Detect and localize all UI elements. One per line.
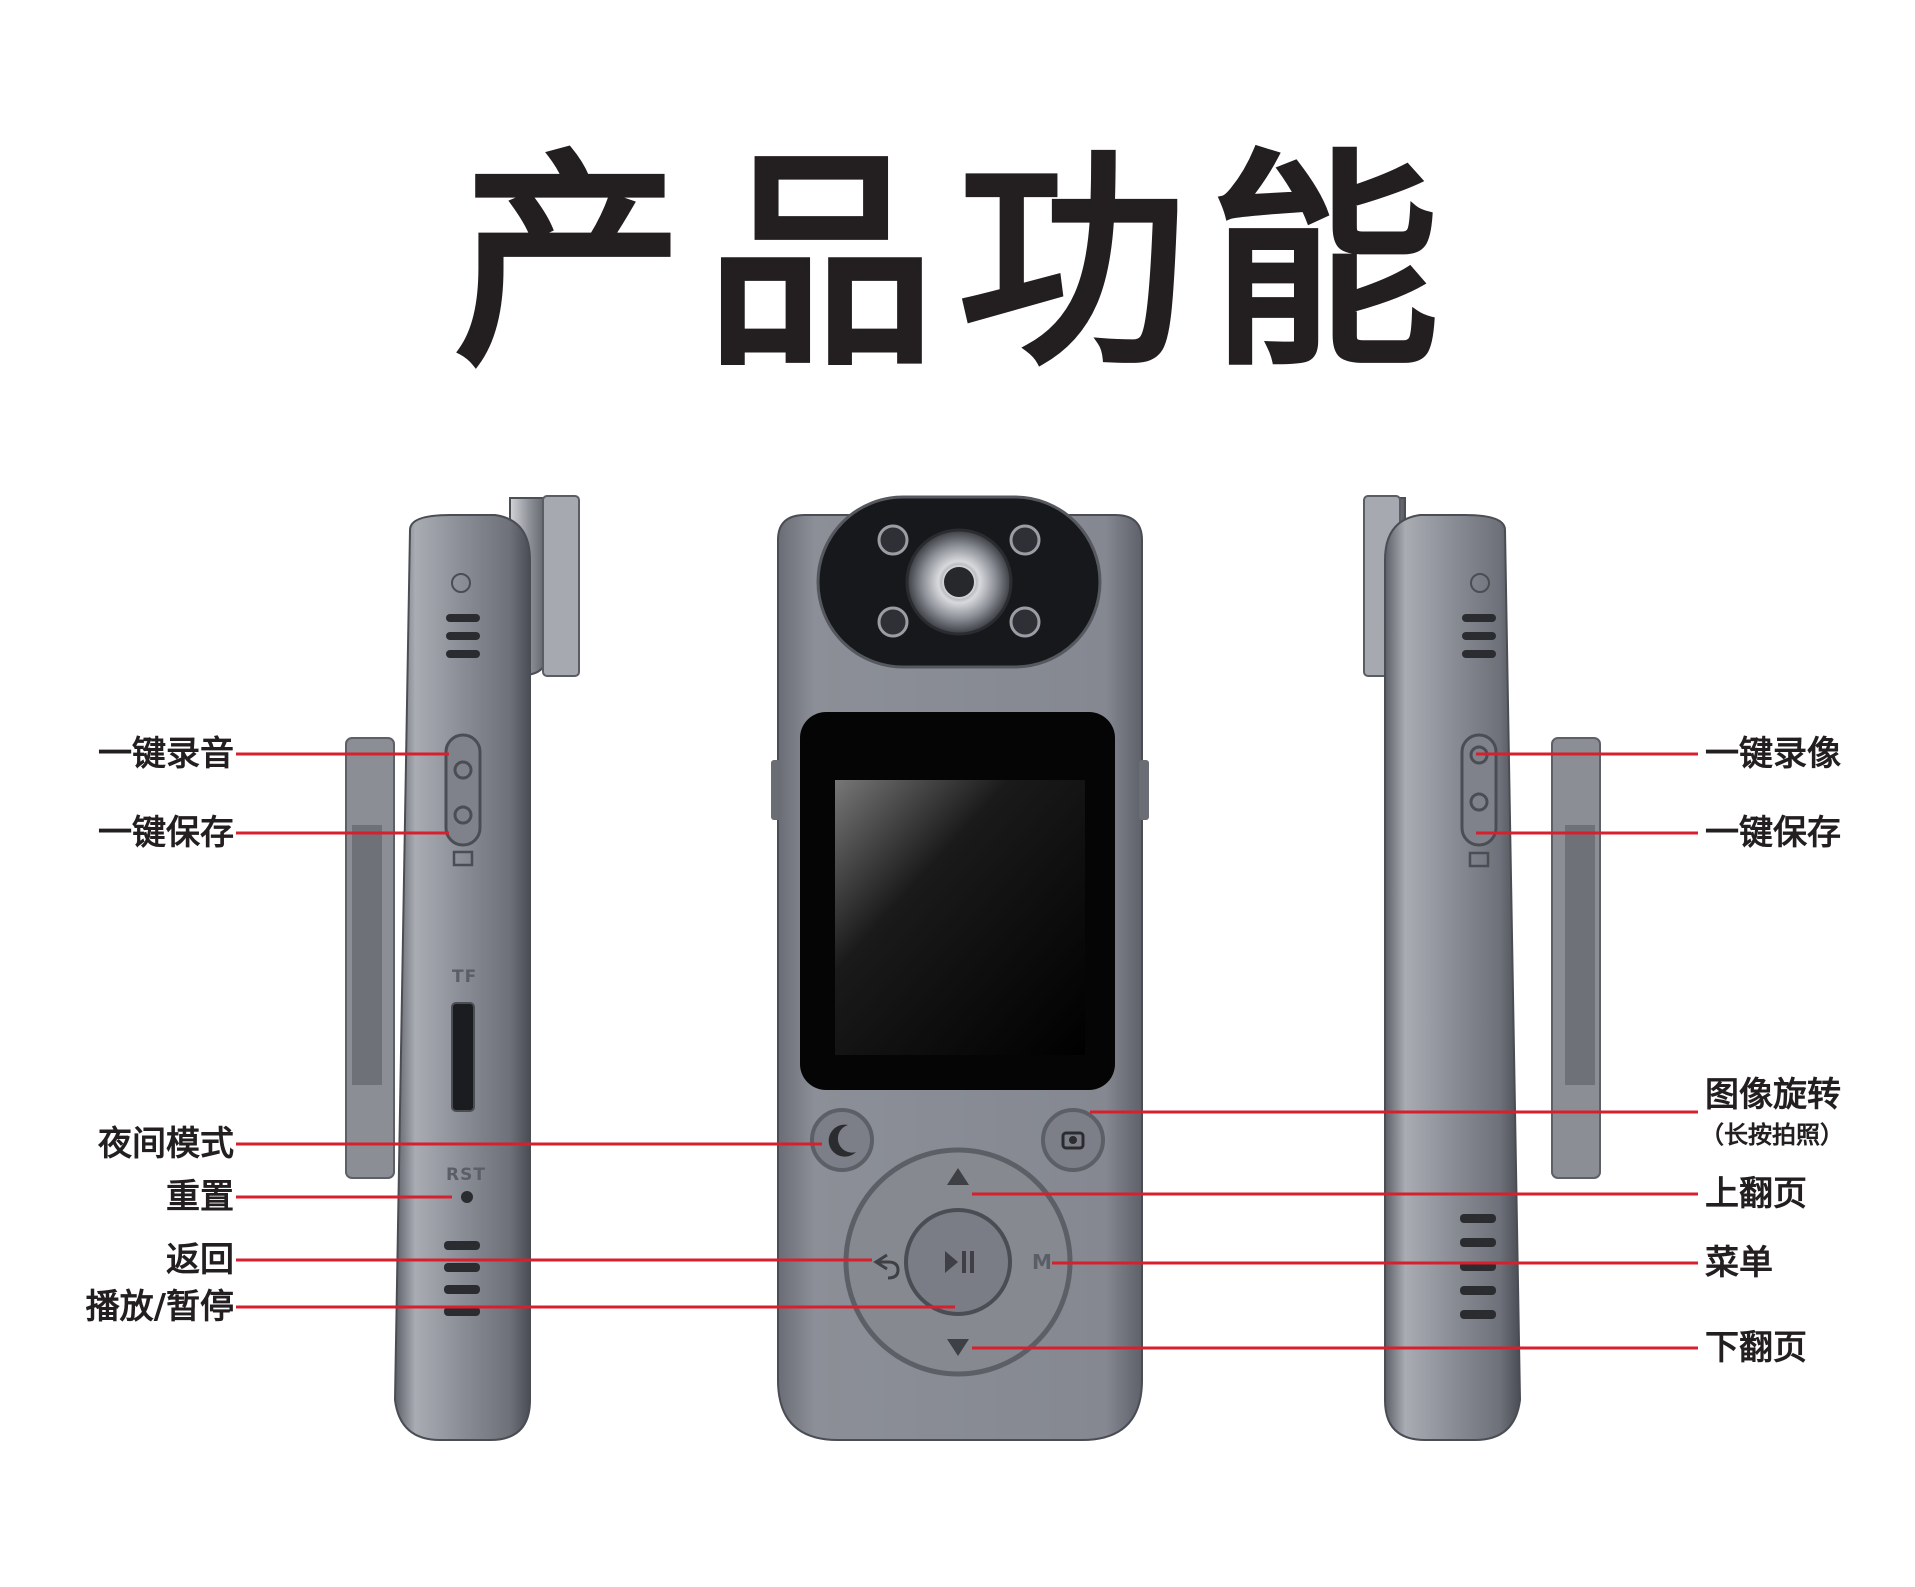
callout-right-page-up: 上翻页 xyxy=(1705,1174,1807,1214)
callout-right-one-key-save: 一键保存 xyxy=(1705,813,1841,853)
camera-icon-lens xyxy=(1069,1136,1077,1144)
right-rocker-button xyxy=(1460,733,1498,847)
callout-right-menu: 菜单 xyxy=(1705,1243,1773,1283)
callout-right-image-rotate-note: （长按拍照） xyxy=(1700,1121,1844,1149)
left-speaker-grille-bottom xyxy=(444,1241,480,1316)
callout-left-reset: 重置 xyxy=(166,1177,234,1217)
left-speaker-grille-top xyxy=(446,614,480,658)
callout-left-one-key-save: 一键保存 xyxy=(98,813,234,853)
callout-right-page-down: 下翻页 xyxy=(1705,1328,1807,1368)
front-display xyxy=(835,780,1085,1055)
device-front-view xyxy=(771,495,1149,1441)
device-left-side-view xyxy=(345,495,580,1441)
down-arrow-icon xyxy=(947,1339,969,1356)
play-pause-icon xyxy=(945,1251,974,1273)
callout-left-back: 返回 xyxy=(166,1240,234,1280)
left-reset-hole xyxy=(461,1191,473,1203)
callout-left-play-pause: 播放/暂停 xyxy=(85,1287,234,1327)
left-rocker-dot-lower xyxy=(453,805,473,825)
menu-key-glyph: M xyxy=(1032,1250,1053,1274)
front-side-button-right xyxy=(1139,760,1149,820)
left-save-icon xyxy=(452,850,474,867)
right-clip-inner xyxy=(1565,825,1595,1085)
left-body xyxy=(393,514,531,1441)
front-ir-leds xyxy=(877,524,1041,638)
left-rocker-button xyxy=(444,733,482,847)
tf-slot-label: TF xyxy=(452,967,478,987)
front-lens-center xyxy=(942,565,976,599)
right-rocker-dot-lower xyxy=(1469,792,1489,812)
callout-left-night-mode: 夜间模式 xyxy=(98,1124,234,1164)
moon-icon xyxy=(828,1124,856,1157)
right-power-icon xyxy=(1470,573,1490,593)
right-body xyxy=(1384,514,1522,1441)
front-night-mode-button xyxy=(810,1108,874,1172)
up-arrow-icon xyxy=(947,1168,969,1185)
back-arrow-icon xyxy=(873,1253,900,1280)
left-camera-cap xyxy=(542,495,580,677)
left-tf-slot xyxy=(451,1002,475,1112)
left-rocker-dot-upper xyxy=(453,760,473,780)
callout-right-image-rotate: 图像旋转 xyxy=(1705,1075,1841,1115)
right-save-icon xyxy=(1468,851,1490,868)
right-speaker-grille-top xyxy=(1462,614,1496,658)
page-title: 产品功能 xyxy=(453,131,1462,398)
left-clip-inner xyxy=(352,825,382,1085)
device-right-side-view xyxy=(1363,495,1601,1441)
callout-left-one-key-record-audio: 一键录音 xyxy=(98,734,234,774)
reset-label: RST xyxy=(446,1165,486,1185)
callout-right-one-key-record-video: 一键录像 xyxy=(1705,734,1841,774)
camera-icon xyxy=(1061,1131,1085,1150)
left-power-icon xyxy=(451,573,471,593)
callout-leader-lines xyxy=(236,752,1698,1350)
front-side-button-left xyxy=(771,760,781,820)
